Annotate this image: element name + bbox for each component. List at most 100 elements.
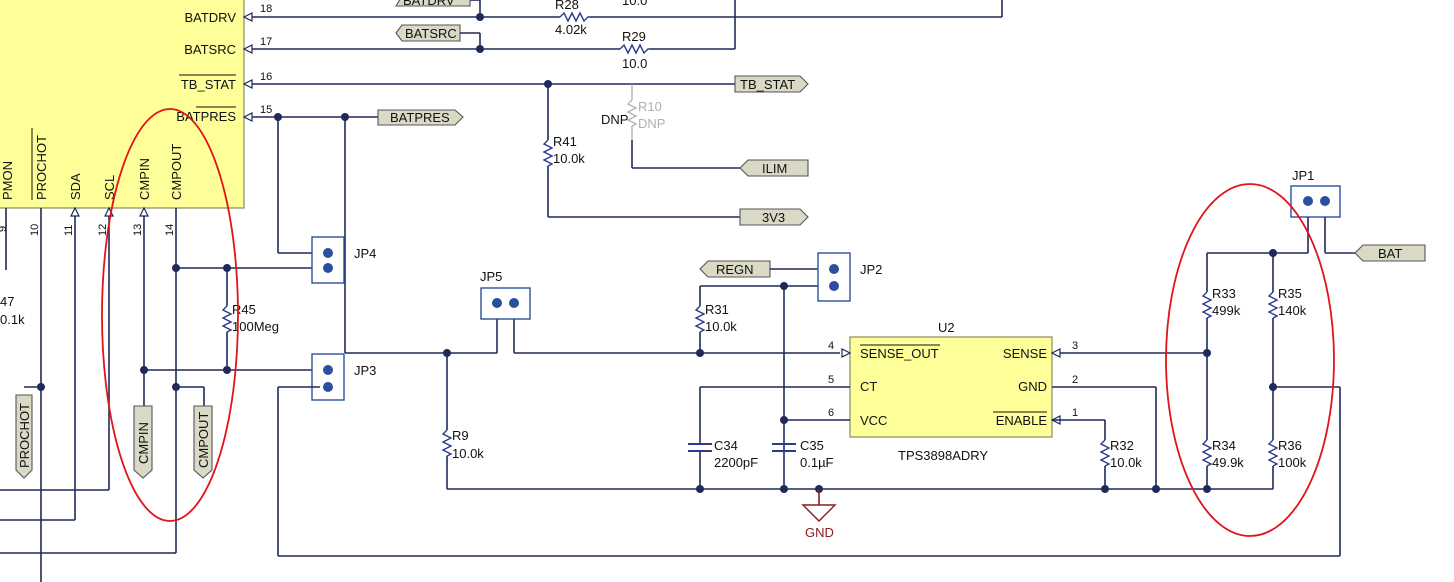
c35-ref: C35 [800,438,824,453]
net-label-batsrc: BATSRC [405,26,457,41]
jp2-label: JP2 [860,262,882,277]
top-wiring: BATDRV R28 4.02k 10.0 BATSRC R29 10.0 TB… [274,0,1003,353]
highlight-ellipse-cmp [101,108,239,522]
net-label-tb-stat: TB_STAT [740,77,795,92]
u1-pin-batdrv: BATDRV [184,10,236,25]
jp1-label: JP1 [1292,168,1314,183]
divider-network: BAT R33 499k R34 49.9k R35 140k R36 100k [1201,201,1426,489]
jp4-label: JP4 [354,246,376,261]
r34-ref: R34 [1212,438,1236,453]
net-label-batdrv: BATDRV [403,0,455,8]
u1-pin9-num: 9 [0,226,9,232]
net-flag-cmpout [193,405,213,479]
u2-pin2-num: 2 [1072,374,1078,386]
r31-value: 10.0k [705,319,737,334]
net-label-prochot: PROCHOT [17,403,32,468]
net-flag-ilim [739,159,809,177]
r35-value: 140k [1278,303,1307,318]
r29-value: 10.0 [622,56,647,71]
net-label-bat: BAT [1378,246,1402,261]
u2-pin6-num: 6 [828,407,834,419]
u1-bottom-pins: PMON PROCHOT SDA SCL CMPIN CMPOUT 9 10 1… [0,128,184,582]
c35-value: 0.1µF [800,455,834,470]
c34-ref: C34 [714,438,738,453]
r36-value: 100k [1278,455,1307,470]
jp5-label: JP5 [480,269,502,284]
r28-value: 4.02k [555,22,587,37]
u1-chip-body [0,0,245,209]
u2-pin1-num: 1 [1072,407,1078,419]
u1-pin13-num: 13 [132,224,144,236]
r41-ref: R41 [553,134,577,149]
u1-pin16-num: 16 [260,71,272,83]
jp4[interactable]: JP4 [311,236,376,284]
highlight-ellipse-divider [1165,183,1335,537]
u1-pin17-num: 17 [260,36,272,48]
net-label-cmpout: CMPOUT [196,412,211,468]
net-flag-tb-stat [734,75,809,93]
net-flag-3v3 [739,208,809,226]
jp3[interactable]: JP3 [311,353,376,401]
c34-value: 2200pF [714,455,758,470]
u1-pin-scl: SCL [102,175,117,200]
u2: U2 TPS3898ADRY SENSE_OUT CT VCC SENSE GN… [828,320,1078,463]
net-label-cmpin: CMPIN [136,422,151,464]
jp5[interactable]: JP5 [480,269,531,320]
u2-pin4-num: 4 [828,340,834,352]
r10-ref: R10 [638,99,662,114]
r28-ref: R28 [555,0,579,12]
net-label-3v3: 3V3 [762,210,785,225]
u1-pin10-num: 10 [29,224,41,236]
u2-pin-sense-out: SENSE_OUT [860,346,939,361]
mid-section: R9 10.0k R31 10.0k [345,285,840,489]
r31-ref: R31 [705,302,729,317]
net-flag-batpres [377,109,464,126]
jp1[interactable]: JP1 [1290,168,1341,218]
u2-wiring: C34 2200pF C35 0.1µF R32 10.0k GND [447,349,1273,540]
u1-pin-batpres: BATPRES [176,109,236,124]
u1-pin-prochot: PROCHOT [34,135,49,200]
r10-value: DNP [638,116,665,131]
u1-pin-sda: SDA [68,173,83,200]
u2-pin-enable: ENABLE [996,413,1048,428]
jp2[interactable]: JP2 [817,252,882,302]
u2-chip-body [849,336,1053,438]
r45-value: 100Meg [232,319,279,334]
u1-pin-pmon: PMON [0,161,15,200]
u2-pin-vcc: VCC [860,413,887,428]
jp3-label: JP3 [354,363,376,378]
net-flag-batdrv [395,0,471,7]
r47-ref: 47 [0,294,14,309]
u2-pin3-num: 3 [1072,340,1078,352]
u2-pin5-num: 5 [828,374,834,386]
u2-pin-gnd: GND [1018,379,1047,394]
r41-value: 10.0k [553,151,585,166]
r35-ref: R35 [1278,286,1302,301]
u2-part: TPS3898ADRY [898,448,988,463]
r10-dnp-label: DNP [601,112,628,127]
r9-value: 10.0k [452,446,484,461]
r32-ref: R32 [1110,438,1134,453]
u1-pin12-num: 12 [97,224,109,236]
net-flag-cmpin [133,405,153,479]
u2-pin-sense: SENSE [1003,346,1047,361]
net-label-regn: REGN [716,262,754,277]
r47-value: 0.1k [0,312,25,327]
r34-value: 49.9k [1212,455,1244,470]
u2-ref: U2 [938,320,955,335]
u1-pin-cmpin: CMPIN [137,158,152,200]
u1-pin15-num: 15 [260,104,272,116]
u1-pin-cmpout: CMPOUT [169,144,184,200]
u1-pin-tb-stat: TB_STAT [181,77,236,92]
net-label-ilim: ILIM [762,161,787,176]
u1-pin18-num: 18 [260,3,272,15]
net-flag-prochot [15,394,33,479]
r28-top-value: 10.0 [622,0,647,8]
gnd-label: GND [805,525,834,540]
net-flag-bat [1354,244,1426,262]
u1-pin14-num: 14 [164,224,176,236]
gnd-symbol-icon [801,504,837,522]
r36-ref: R36 [1278,438,1302,453]
r9-ref: R9 [452,428,469,443]
